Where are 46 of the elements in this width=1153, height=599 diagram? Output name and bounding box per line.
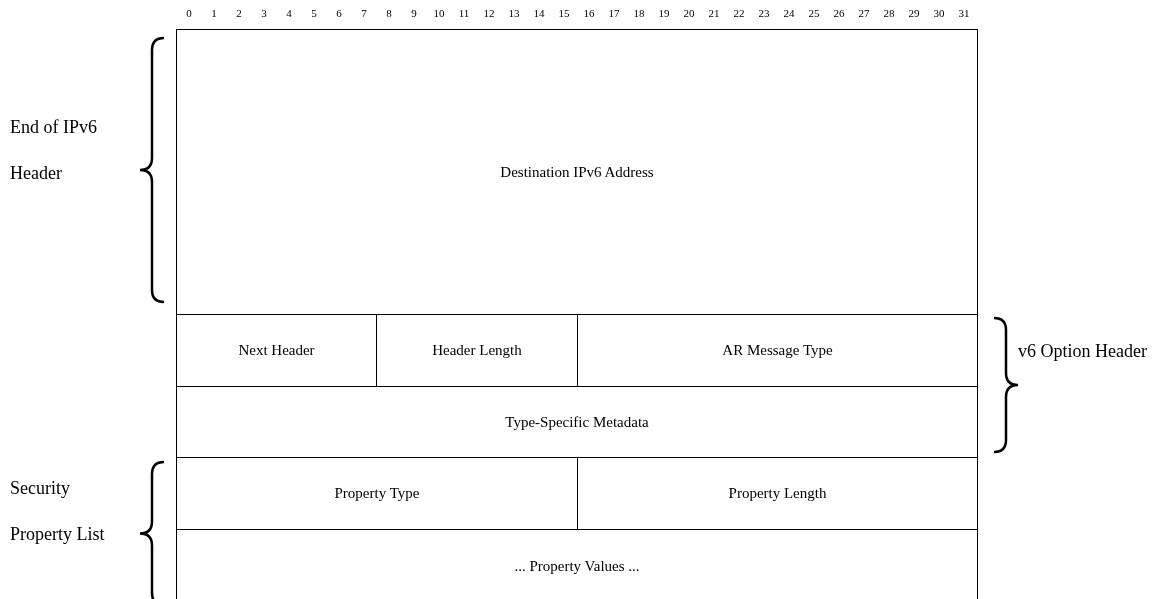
bit-number: 13 — [507, 7, 521, 19]
header-field — [176, 386, 978, 458]
bit-number: 4 — [285, 7, 293, 19]
bit-number: 23 — [757, 7, 771, 19]
bit-number: 18 — [632, 7, 646, 19]
field-name: Type-Specific Metadata — [505, 413, 649, 431]
field-name: ... Property Values ... — [514, 557, 640, 575]
bit-number: 28 — [882, 7, 896, 19]
bit-number: 27 — [857, 7, 871, 19]
bit-number: 24 — [782, 7, 796, 19]
field-name: Property Type — [334, 485, 420, 502]
bit-number: 1 — [210, 7, 218, 19]
bit-number: 5 — [310, 7, 318, 19]
bit-number: 19 — [657, 7, 671, 19]
bit-number: 21 — [707, 7, 721, 19]
bit-number: 12 — [482, 7, 496, 19]
side-label: Security Property List — [10, 477, 106, 546]
header-field — [176, 29, 978, 315]
bit-number: 9 — [410, 7, 418, 19]
field-name: Destination IPv6 Address — [500, 163, 654, 181]
bit-number: 31 — [957, 7, 971, 19]
field-name: AR Message Type — [722, 342, 833, 359]
field-name: Property Length — [728, 485, 827, 502]
field-name: Header Length — [432, 342, 522, 359]
header-field — [176, 529, 978, 599]
bit-number: 3 — [260, 7, 268, 19]
bit-number: 6 — [335, 7, 343, 19]
bit-number: 11 — [457, 7, 471, 19]
field-name: Next Header — [238, 342, 315, 359]
bit-number: 14 — [532, 7, 546, 19]
bit-number: 30 — [932, 7, 946, 19]
bit-number: 0 — [185, 7, 193, 19]
bit-number: 17 — [607, 7, 621, 19]
bit-number: 8 — [385, 7, 393, 19]
bit-number: 25 — [807, 7, 821, 19]
bit-number: 22 — [732, 7, 746, 19]
side-label: v6 Option Header — [1018, 340, 1148, 363]
bit-number: 2 — [235, 7, 243, 19]
bit-number: 20 — [682, 7, 696, 19]
bit-number: 26 — [832, 7, 846, 19]
bit-number: 29 — [907, 7, 921, 19]
bit-number: 10 — [432, 7, 446, 19]
bit-number: 7 — [360, 7, 368, 19]
side-label: End of IPv6 Header — [10, 116, 98, 185]
bit-number: 16 — [582, 7, 596, 19]
bit-number: 15 — [557, 7, 571, 19]
